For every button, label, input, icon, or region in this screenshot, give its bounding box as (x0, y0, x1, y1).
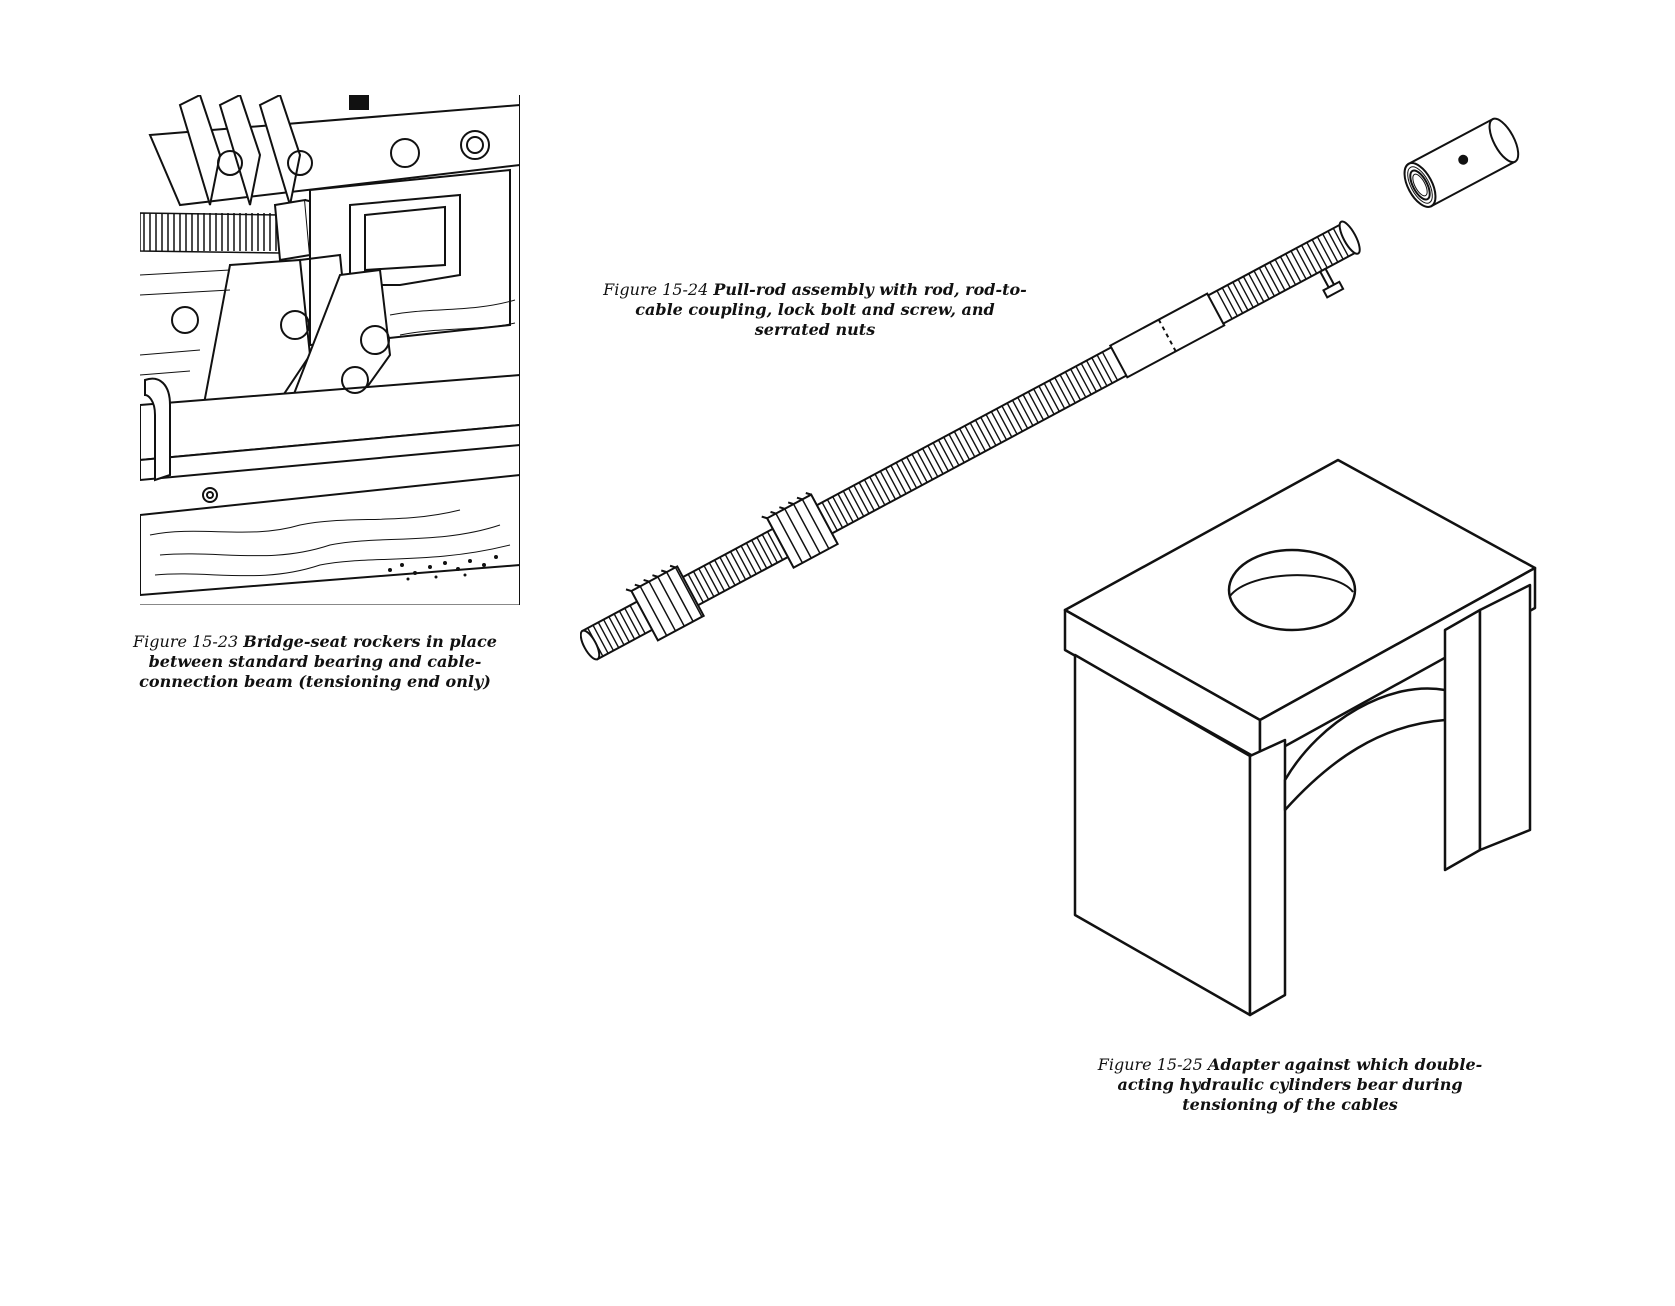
figure-15-23-label: Figure 15-23 (133, 632, 239, 651)
pull-rod-assembly-illustration (580, 100, 1580, 680)
figure-15-23-caption: Figure 15-23 Bridge-seat rockers in plac… (125, 632, 505, 692)
figure-15-25-caption: Figure 15-25 Adapter against which doubl… (1090, 1055, 1490, 1115)
figure-15-23-text: Bridge-seat rockers in place between sta… (139, 632, 497, 691)
figure-15-25-label: Figure 15-25 (1097, 1055, 1203, 1074)
figure-15-24-text: Pull-rod assembly with rod, rod-to-cable… (635, 280, 1027, 339)
adapter-stand-illustration (1060, 450, 1540, 1030)
figure-15-24-label: Figure 15-24 (603, 280, 709, 299)
figure-15-25-text: Adapter against which double-acting hydr… (1117, 1055, 1483, 1114)
bridge-seat-rockers-illustration (140, 95, 520, 605)
figure-15-24-caption: Figure 15-24 Pull-rod assembly with rod,… (595, 280, 1035, 340)
